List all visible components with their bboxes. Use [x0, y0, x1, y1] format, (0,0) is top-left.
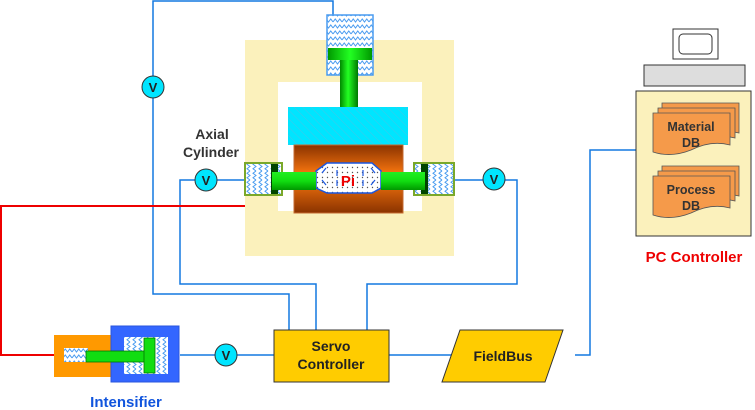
top-actuator	[326, 14, 374, 107]
servo-controller-label-2: Controller	[298, 356, 365, 372]
process-db-label-2: DB	[682, 199, 700, 213]
process-db[interactable]: Process DB	[652, 165, 740, 218]
axial-cylinder-label-2: Cylinder	[183, 144, 240, 160]
valve-left[interactable]: V	[194, 168, 218, 192]
valve-top[interactable]: V	[141, 75, 165, 99]
servo-controller-label-1: Servo	[312, 338, 351, 354]
valve-symbol: V	[202, 173, 211, 188]
fieldbus-label: FieldBus	[473, 348, 532, 364]
intensifier-label: Intensifier	[90, 394, 162, 410]
pc-controller[interactable]: Material DB Process DB	[635, 28, 752, 237]
material-db-label-1: Material	[667, 120, 714, 134]
axial-cylinder-right	[381, 162, 455, 196]
intensifier[interactable]	[54, 325, 180, 383]
valve-symbol: V	[222, 348, 231, 363]
valve-intensifier[interactable]: V	[214, 343, 238, 367]
valve-symbol: V	[490, 172, 499, 187]
valve-right[interactable]: V	[482, 167, 506, 191]
fieldbus[interactable]: FieldBus	[441, 329, 564, 383]
pc-controller-label: PC Controller	[646, 249, 743, 266]
material-db[interactable]: Material DB	[652, 102, 740, 155]
servo-controller[interactable]: Servo Controller	[273, 329, 390, 383]
material-db-label-2: DB	[682, 136, 700, 150]
pressure-label: Pi	[341, 173, 355, 190]
wire-fieldbus-pc	[575, 149, 636, 356]
axial-cylinder-left	[244, 162, 316, 196]
axial-cylinder-label-1: Axial	[195, 126, 228, 142]
top-platen	[288, 107, 408, 145]
valve-symbol: V	[149, 80, 158, 95]
wire-top-valve	[152, 0, 334, 330]
keyboard-icon	[643, 64, 746, 87]
process-db-label-1: Process	[667, 183, 716, 197]
